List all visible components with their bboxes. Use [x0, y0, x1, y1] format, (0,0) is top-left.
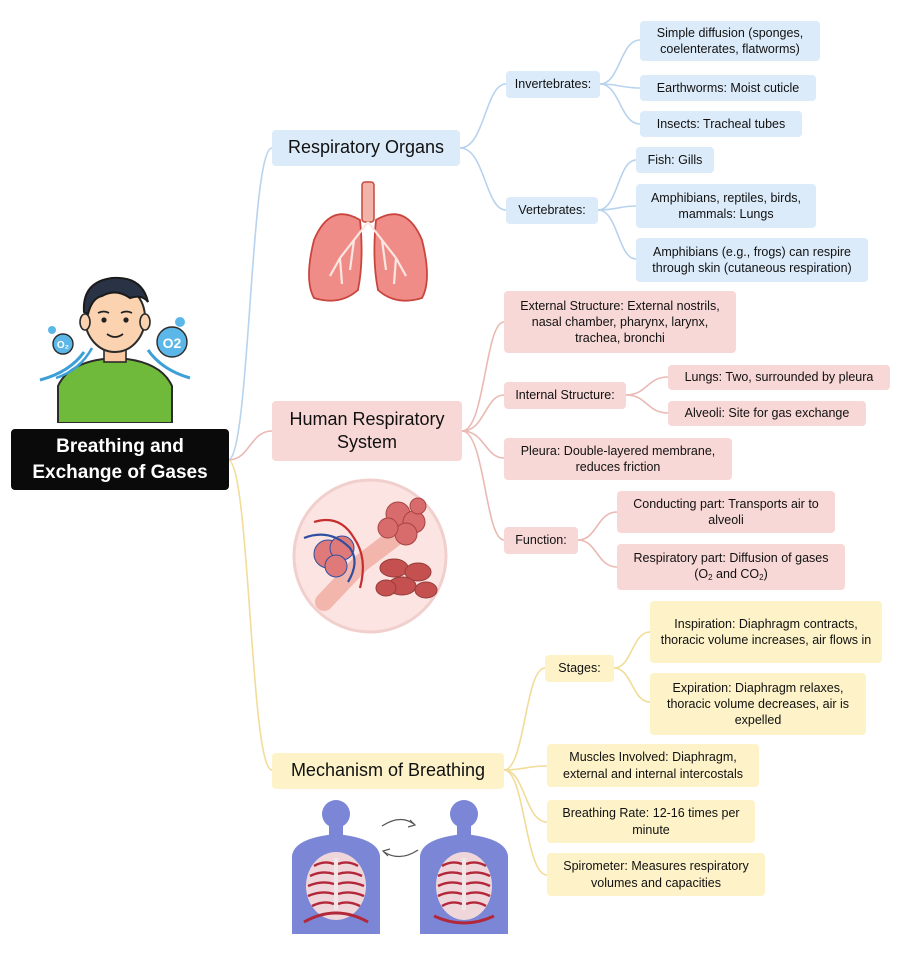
capillary-cluster: [313, 535, 355, 578]
external-structure-text: External Structure: External nostrils, n…: [520, 298, 720, 346]
body-inspiration: [292, 800, 380, 934]
bronchi-branches: [329, 221, 407, 285]
person-ear-right: [139, 313, 151, 331]
person-hair: [82, 276, 149, 316]
person-ear-left: [79, 313, 91, 331]
root-line-2: Exchange of Gases: [32, 461, 208, 483]
breathing-rate-node[interactable]: Breathing Rate: 12-16 times per minute: [547, 800, 755, 843]
vertebrate-item-text: Fish: Gills: [647, 152, 703, 167]
invertebrates-label: Invertebrates:: [514, 77, 592, 92]
oxygen-bubble-tiny-icon: [48, 326, 56, 334]
person-brow-right: [120, 310, 133, 314]
trachea: [361, 181, 375, 223]
stages-node[interactable]: Stages:: [545, 655, 614, 682]
invertebrate-item-text: Earthworms: Moist cuticle: [656, 80, 800, 95]
invertebrate-item-text: Simple diffusion (sponges, coelenterates…: [656, 25, 804, 56]
person-smile: [106, 333, 124, 338]
root-line-1: Breathing and: [56, 435, 184, 457]
lung-left: [308, 213, 363, 302]
invertebrate-item[interactable]: Insects: Tracheal tubes: [640, 111, 802, 137]
pleura-text: Pleura: Double-layered membrane, reduces…: [520, 443, 716, 474]
person-breathing-illustration: O₂ O2: [39, 276, 191, 423]
air-flow-right: [146, 349, 191, 380]
body-expiration: [420, 800, 508, 934]
alveoli-cluster-top: [377, 497, 427, 546]
vertebrates-node[interactable]: Vertebrates:: [506, 197, 598, 224]
branch-human-title-line-2: System: [336, 432, 397, 452]
branch-mechanism-label: Mechanism of Breathing: [290, 760, 486, 781]
alveoli-cluster-bottom: [375, 558, 438, 599]
stage-item-text: Inspiration: Diaphragm contracts, thorac…: [660, 616, 872, 647]
branch-human-title-line-1: Human Respiratory: [289, 408, 445, 429]
vertebrate-item[interactable]: Amphibians, reptiles, birds, mammals: Lu…: [636, 184, 816, 228]
vertebrates-label: Vertebrates:: [518, 203, 586, 218]
function-node[interactable]: Function:: [504, 527, 578, 554]
invertebrates-node[interactable]: Invertebrates:: [506, 71, 600, 98]
branch-respiratory-organs-label: Respiratory Organs: [287, 137, 445, 158]
person-brow-left: [97, 310, 110, 314]
conducting-part-text: Conducting part: Transports air to alveo…: [633, 496, 819, 527]
vertebrate-item-text: Amphibians (e.g., frogs) can respire thr…: [652, 244, 852, 275]
oxygen-bubble-small-icon: [52, 333, 74, 355]
function-label: Function:: [515, 533, 567, 548]
branch-mechanism-of-breathing[interactable]: Mechanism of Breathing: [272, 753, 504, 789]
root-topic[interactable]: Breathing and Exchange of Gases: [11, 429, 229, 490]
blood-vessel-red: [313, 518, 365, 589]
breathing-mechanism-illustration: [292, 800, 508, 934]
breathing-rate-text: Breathing Rate: 12-16 times per minute: [562, 806, 740, 837]
vertebrate-item[interactable]: Fish: Gills: [636, 147, 714, 173]
oxygen-large-label: O2: [163, 335, 182, 351]
person-eye-right: [123, 317, 129, 323]
internal-item-text: Lungs: Two, surrounded by pleura: [684, 370, 874, 385]
cycle-arrows-icon: [381, 818, 419, 858]
lungs-illustration: [308, 181, 428, 302]
branch-respiratory-organs[interactable]: Respiratory Organs: [272, 130, 460, 166]
muscles-text: Muscles Involved: Diaphragm, external an…: [563, 750, 743, 781]
air-flow-left-2: [55, 347, 94, 380]
alveoli-illustration: [292, 478, 448, 634]
lung-right: [373, 213, 428, 302]
stages-label: Stages:: [558, 661, 601, 676]
vertebrate-item[interactable]: Amphibians (e.g., frogs) can respire thr…: [636, 238, 868, 282]
branch-human-respiratory-system[interactable]: Human Respiratory System: [272, 401, 462, 461]
invertebrate-item[interactable]: Earthworms: Moist cuticle: [640, 75, 816, 101]
respiratory-part-text: Respiratory part: Diffusion of gases: [633, 551, 829, 566]
spirometer-text: Spirometer: Measures respiratory volumes…: [563, 859, 749, 890]
stage-item[interactable]: Expiration: Diaphragm relaxes, thoracic …: [650, 673, 866, 735]
internal-item[interactable]: Alveoli: Site for gas exchange: [668, 401, 866, 426]
blood-vessel-blue: [303, 533, 356, 583]
person-eye-left: [101, 317, 107, 323]
oxygen-small-label: O₂: [57, 340, 69, 351]
stage-item-text: Expiration: Diaphragm relaxes, thoracic …: [666, 680, 850, 728]
air-flow-left: [39, 351, 86, 382]
bronchiole: [315, 523, 411, 611]
spirometer-node[interactable]: Spirometer: Measures respiratory volumes…: [547, 853, 765, 896]
pleura-node[interactable]: Pleura: Double-layered membrane, reduces…: [504, 438, 732, 480]
conducting-part-node[interactable]: Conducting part: Transports air to alveo…: [617, 491, 835, 533]
respiratory-part-node[interactable]: Respiratory part: Diffusion of gases (O2…: [617, 544, 845, 590]
vertebrate-item-text: Amphibians, reptiles, birds, mammals: Lu…: [650, 190, 802, 221]
invertebrate-item-text: Insects: Tracheal tubes: [656, 116, 786, 131]
stage-item[interactable]: Inspiration: Diaphragm contracts, thorac…: [650, 601, 882, 663]
muscles-node[interactable]: Muscles Involved: Diaphragm, external an…: [547, 744, 759, 787]
respiratory-part-gases: (O2 and CO2): [694, 567, 768, 583]
internal-structure-node[interactable]: Internal Structure:: [504, 382, 626, 409]
internal-structure-label: Internal Structure:: [515, 388, 615, 403]
internal-item-text: Alveoli: Site for gas exchange: [684, 406, 850, 421]
external-structure-node[interactable]: External Structure: External nostrils, n…: [504, 291, 736, 353]
invertebrate-item[interactable]: Simple diffusion (sponges, coelenterates…: [640, 21, 820, 61]
oxygen-bubble-dot-icon: [175, 317, 185, 327]
internal-item[interactable]: Lungs: Two, surrounded by pleura: [668, 365, 890, 390]
oxygen-bubble-large-icon: [156, 326, 188, 358]
